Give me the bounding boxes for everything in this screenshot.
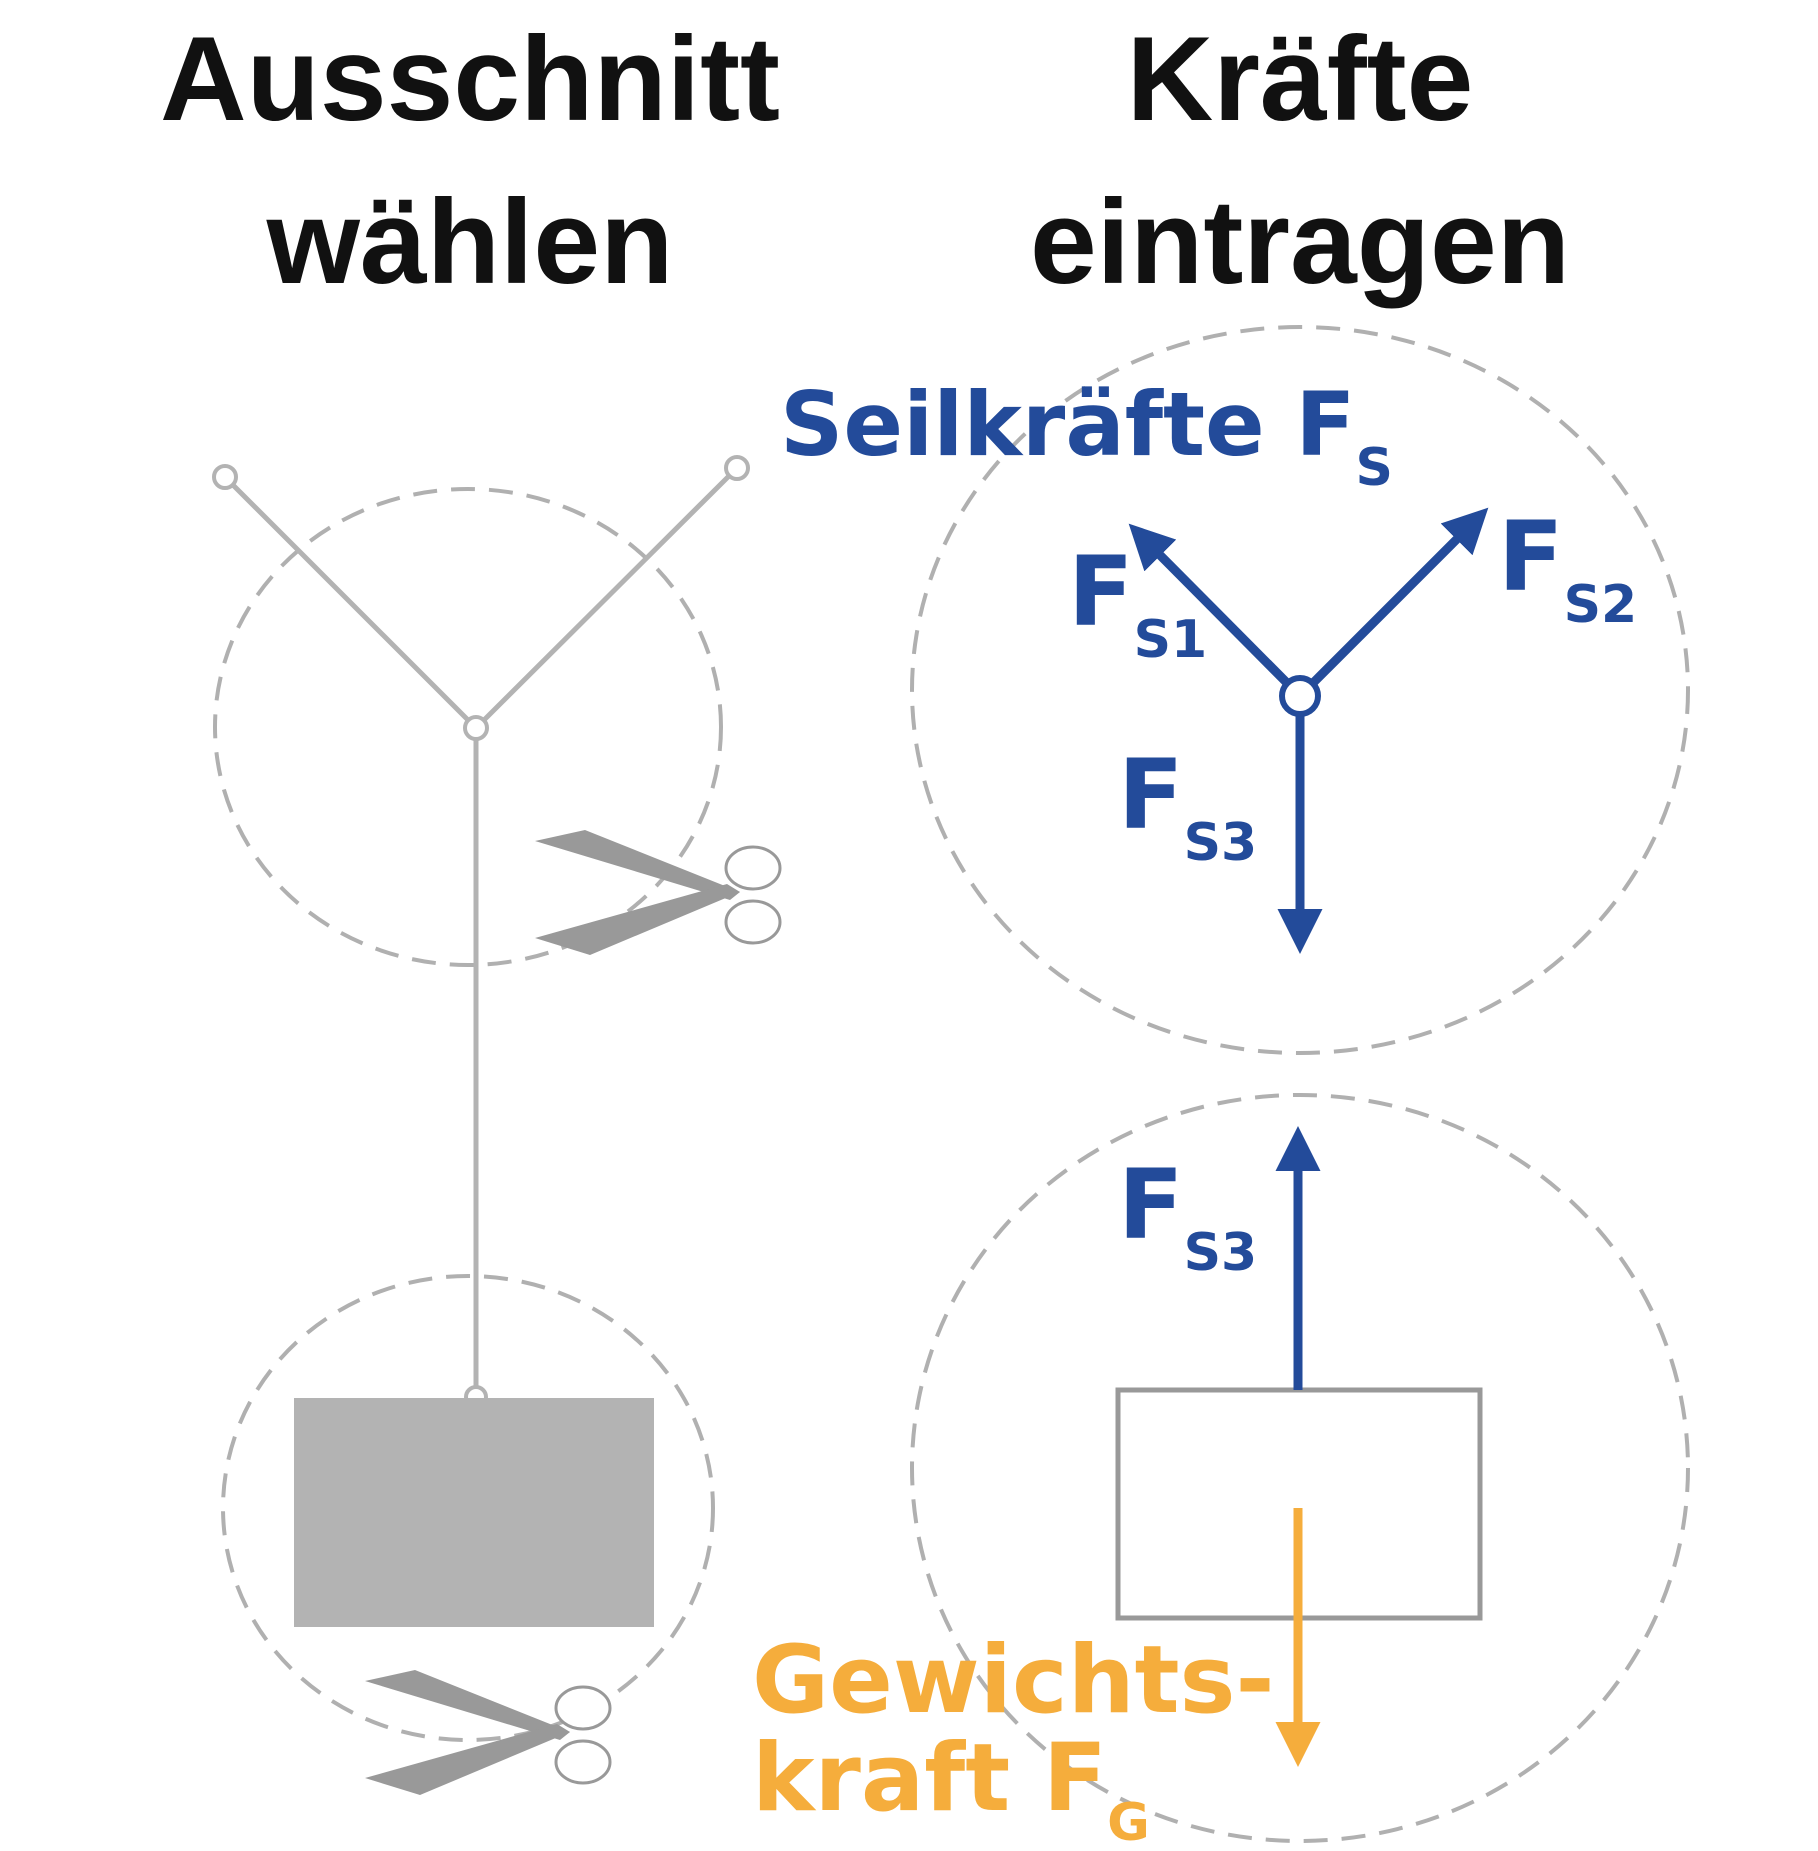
label-fs2: FS2 xyxy=(1498,501,1637,635)
label-gewichtskraft-line2: kraft FG xyxy=(752,1724,1150,1851)
force-arrow-fs1 xyxy=(1128,523,1304,700)
weight-block xyxy=(294,1398,654,1627)
heading-right-line1: Kräfte xyxy=(1127,12,1474,146)
anchor-point-right xyxy=(724,455,750,481)
left-structure xyxy=(212,455,782,1795)
force-circle-top xyxy=(910,325,1690,1055)
rope-left xyxy=(223,475,478,730)
anchor-point-left xyxy=(212,464,238,490)
scissors-icon xyxy=(365,1670,612,1795)
label-fs3-bottom: FS3 xyxy=(1118,1149,1257,1283)
label-gewichtskraft-line1: Gewichts- xyxy=(752,1626,1275,1735)
label-fs3-top: FS3 xyxy=(1118,739,1257,873)
knot-point-forces xyxy=(1279,675,1321,717)
scissors-icon xyxy=(535,830,782,955)
heading-left-line1: Ausschnitt xyxy=(160,12,780,146)
heading-left-line2: wählen xyxy=(266,175,674,309)
rope-right xyxy=(474,466,739,730)
force-arrow-fs2 xyxy=(1296,507,1489,700)
force-circle-bottom xyxy=(910,1093,1690,1843)
label-fs1: FS1 xyxy=(1068,536,1207,670)
cut-circle-bottom xyxy=(221,1274,715,1742)
label-seilkraefte: Seilkräfte FS xyxy=(780,373,1393,498)
right-forces xyxy=(910,325,1690,1843)
cut-circle-top xyxy=(213,487,723,967)
heading-right-line2: eintragen xyxy=(1030,175,1570,309)
knot-point xyxy=(463,715,489,741)
